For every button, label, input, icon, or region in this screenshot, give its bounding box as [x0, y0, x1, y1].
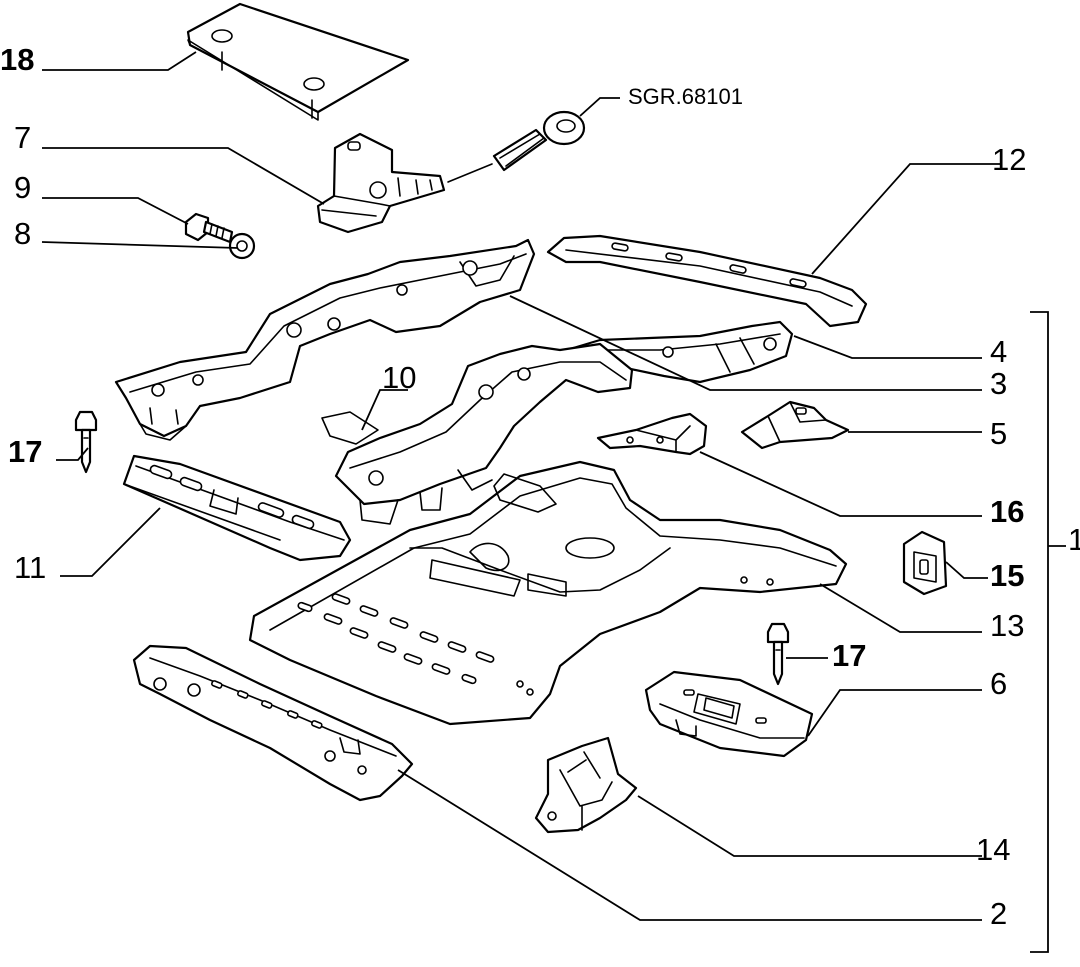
sgr-eye-bolt [447, 110, 586, 183]
label-11: 11 [14, 550, 46, 585]
label-sgr-68101: SGR.68101 [628, 84, 743, 109]
part-10-rail [321, 342, 634, 525]
part-17-pin-lower [766, 622, 790, 686]
label-10: 10 [382, 360, 416, 395]
label-3: 3 [990, 366, 1007, 401]
part-6-panel [644, 670, 814, 758]
part-11-channel [122, 454, 352, 562]
label-16: 16 [990, 494, 1024, 529]
label-18: 18 [0, 42, 34, 77]
label-9: 9 [14, 170, 31, 205]
part-18-plate [186, 2, 410, 121]
label-2: 2 [990, 896, 1007, 931]
part-7-bracket [316, 132, 446, 234]
part-14-bracket [534, 736, 638, 834]
label-5: 5 [990, 416, 1007, 451]
label-17-lower: 17 [832, 638, 866, 673]
part-8-washer [228, 232, 256, 260]
part-5-bracket [740, 400, 850, 450]
label-1: 1 [1068, 522, 1080, 557]
label-4: 4 [990, 334, 1007, 369]
label-8: 8 [14, 216, 31, 251]
part-2-sill [132, 644, 414, 802]
part-17-pin-upper [74, 410, 98, 474]
label-15: 15 [990, 558, 1024, 593]
part-13-floor-pan [248, 460, 848, 726]
part-3-rail [114, 238, 536, 441]
leader-lines [41, 51, 1066, 953]
part-15-plug [902, 530, 948, 596]
label-14: 14 [976, 832, 1010, 867]
label-6: 6 [990, 666, 1007, 701]
label-12: 12 [992, 142, 1026, 177]
part-16-bracket [596, 412, 708, 456]
label-17-upper: 17 [8, 434, 42, 469]
part-12-crossmember [546, 234, 868, 328]
label-7: 7 [14, 120, 31, 155]
part-9-bolt [184, 212, 234, 244]
label-13: 13 [990, 608, 1024, 643]
